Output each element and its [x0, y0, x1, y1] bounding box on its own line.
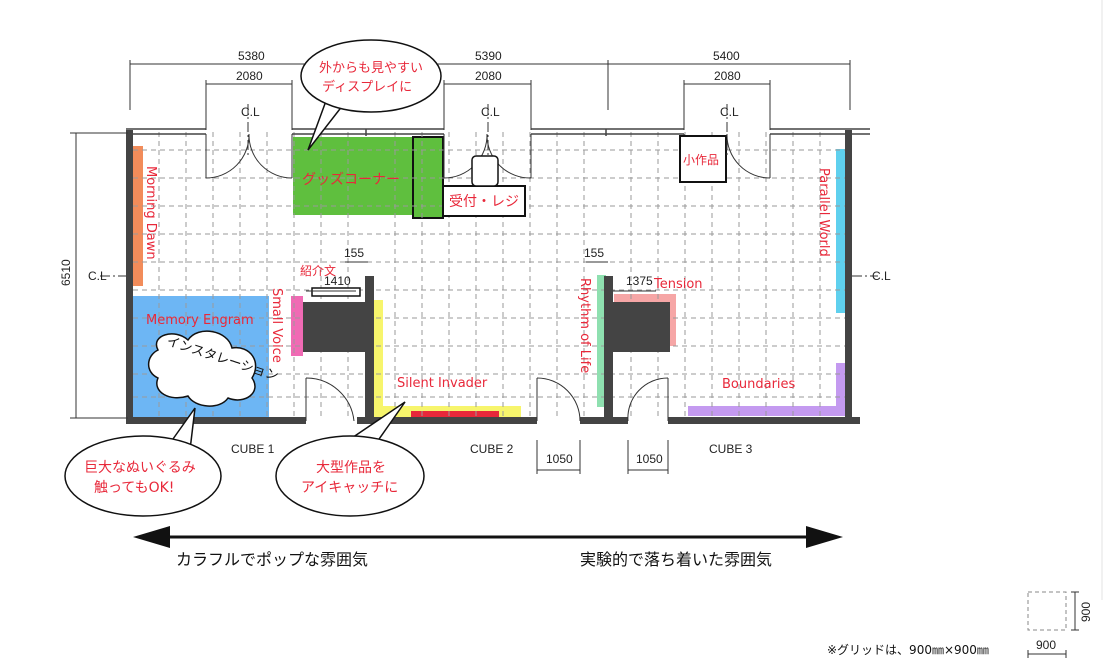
- svg-text:900: 900: [1079, 602, 1093, 622]
- cube-1-label: CUBE 1: [231, 442, 275, 456]
- bay-dim-2: 5390: [475, 49, 502, 63]
- door-dim-bottom-2: 1050: [636, 452, 663, 466]
- gap-dim-right: 155: [584, 246, 604, 260]
- silent-invader-label: Silent Invader: [397, 376, 488, 391]
- callout-display: 外からも見やすい ディスプレイに: [300, 39, 442, 151]
- gap-dim-left: 155: [344, 246, 364, 260]
- boundaries-strip-right: [836, 363, 846, 415]
- intro-panel: [311, 287, 361, 297]
- small-works-label: 小作品: [683, 153, 719, 167]
- boundaries-strip-bottom: [688, 406, 846, 416]
- atmosphere-arrow: [133, 526, 843, 548]
- goods-shelf: [412, 136, 444, 219]
- door-dim-3: 2080: [714, 69, 741, 83]
- reception-label: 受付・レジ: [449, 194, 519, 210]
- atmosphere-right-label: 実験的で落ち着いた雰囲気: [580, 550, 772, 569]
- centerline-label-2: C.L: [481, 105, 500, 119]
- top-wall: [126, 128, 870, 136]
- svg-text:900: 900: [1036, 638, 1056, 652]
- display-width-dim: 1410: [324, 274, 351, 288]
- callout-installation: インスタレーション: [147, 330, 280, 407]
- small-voice-strip: [291, 296, 303, 356]
- cube-3-label: CUBE 3: [709, 442, 753, 456]
- walls: [126, 130, 860, 424]
- rhythm-of-life-strip: [597, 275, 606, 407]
- silent-invader-red-bar: [411, 411, 499, 418]
- door-dim-bottom-1: 1050: [546, 452, 573, 466]
- tension-label: Tension: [653, 277, 703, 292]
- atmosphere-left-label: カラフルでポップな雰囲気: [176, 550, 368, 569]
- callout-large-work: 大型作品を アイキャッチに: [275, 401, 425, 517]
- memory-engram-label: Memory Engram: [146, 313, 254, 328]
- rhythm-of-life-label: Rhythm of Life: [577, 278, 592, 373]
- small-voice-label: Small Voice: [269, 288, 284, 363]
- silent-invader-strip-left: [373, 300, 383, 415]
- svg-text:触ってもOK!: 触ってもOK!: [94, 480, 174, 496]
- callout-plush: 巨大なぬいぐるみ 触ってもOK!: [64, 407, 222, 517]
- centerline-label-3: C.L: [720, 105, 739, 119]
- dimension-lines: [70, 60, 851, 474]
- centerline-label-1: C.L: [241, 105, 260, 119]
- centerlines: [100, 104, 878, 277]
- boundaries-label: Boundaries: [722, 377, 796, 392]
- svg-text:ディスプレイに: ディスプレイに: [322, 79, 412, 95]
- grid-note: ※グリッドは、900㎜×900㎜: [827, 643, 989, 657]
- bay-dim-3: 5400: [713, 49, 740, 63]
- height-dim: 6510: [59, 259, 73, 286]
- centerline-label-left: C.L: [88, 269, 107, 283]
- svg-text:外からも見やすい: 外からも見やすい: [319, 61, 423, 76]
- parallel-world-label: Parallel World: [816, 168, 831, 257]
- grid-scale-legend: 900 900: [1027, 591, 1093, 658]
- bay-dim-1: 5380: [238, 49, 265, 63]
- small-works-box: [679, 135, 727, 183]
- svg-text:大型作品を: 大型作品を: [316, 460, 386, 476]
- reception-desk: [442, 185, 526, 217]
- door-dim-2: 2080: [475, 69, 502, 83]
- morning-dawn-label: Morning Dawn: [143, 166, 158, 260]
- parallel-world-strip: [836, 149, 846, 313]
- centerline-label-right: C.L: [872, 269, 891, 283]
- cube-2-label: CUBE 2: [470, 442, 514, 456]
- svg-text:アイキャッチに: アイキャッチに: [301, 480, 398, 496]
- goods-corner-label: グッズコーナー: [302, 172, 400, 188]
- register-box: [471, 155, 499, 187]
- svg-text:巨大なぬいぐるみ: 巨大なぬいぐるみ: [84, 460, 196, 476]
- morning-dawn-strip: [133, 146, 143, 286]
- tension-width-dim: 1375: [626, 274, 653, 288]
- door-dim-1: 2080: [236, 69, 263, 83]
- intro-text-label: 紹介文: [300, 263, 336, 278]
